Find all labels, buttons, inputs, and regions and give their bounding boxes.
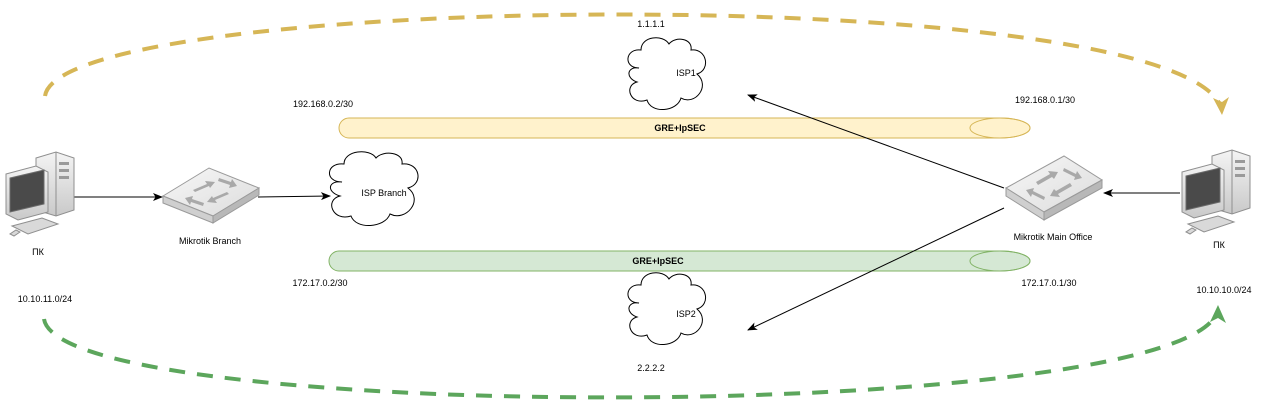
link-main-isp2 — [747, 207, 1005, 331]
pc-label: ПК — [1213, 240, 1225, 250]
cloud-label: ISP Branch — [361, 188, 406, 198]
subnet-label: 10.10.10.0/24 — [1196, 285, 1251, 295]
subnet-label: 10.10.11.0/24 — [18, 294, 72, 304]
router-icon — [1005, 155, 1103, 221]
ip-address-label: 172.17.0.1/30 — [1021, 278, 1076, 288]
flow-arc-bottom-arrowhead — [1210, 305, 1226, 323]
pc-icon — [1181, 149, 1251, 235]
cloud-label: ISP1 — [676, 68, 696, 78]
tunnel-yellow — [338, 117, 1031, 139]
tunnel-label: GRE+IpSEC — [632, 256, 684, 266]
flow-arc-top-arrowhead — [1213, 97, 1229, 115]
ip-address-label: 172.17.0.2/30 — [292, 278, 347, 288]
tunnel-green — [328, 250, 1031, 272]
cloud-label: ISP2 — [676, 309, 696, 319]
link-branch-ispbranch — [257, 192, 331, 201]
ip-address-label: 2.2.2.2 — [637, 363, 665, 373]
ip-address-label: 192.168.0.1/30 — [1015, 95, 1075, 105]
pc-label: ПК — [32, 247, 44, 257]
router-label: Mikrotik Main Office — [1014, 232, 1093, 242]
link-main-isp1 — [747, 94, 1005, 189]
cloud-icon — [627, 272, 706, 345]
flow-arc-top — [43, 12, 1224, 111]
cloud-icon — [329, 151, 419, 226]
router-label: Mikrotik Branch — [179, 236, 241, 246]
flow-arc-bottom — [42, 309, 1220, 400]
cloud-icon — [627, 37, 706, 110]
ip-address-label: 1.1.1.1 — [637, 19, 665, 29]
ip-address-label: 192.168.0.2/30 — [293, 99, 353, 109]
pc-icon — [5, 151, 75, 237]
tunnel-label: GRE+IpSEC — [654, 123, 706, 133]
router-icon — [161, 167, 261, 224]
